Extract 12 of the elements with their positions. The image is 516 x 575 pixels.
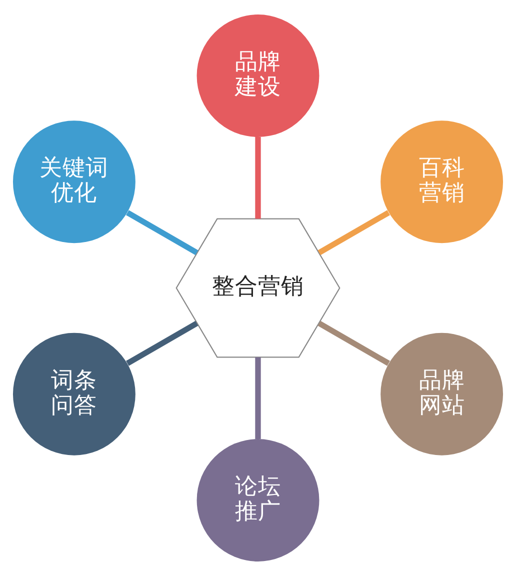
node-circle: 关键词优化 xyxy=(12,120,136,243)
connector xyxy=(126,320,198,366)
connector xyxy=(255,136,261,218)
connector xyxy=(255,356,261,438)
node-circle: 品牌网站 xyxy=(380,332,504,455)
connector xyxy=(126,210,198,255)
connector xyxy=(318,210,390,255)
node-circle: 品牌建设 xyxy=(196,14,320,136)
connector xyxy=(318,320,390,366)
node-circle: 百科营销 xyxy=(380,120,504,243)
node-circle: 词条问答 xyxy=(12,332,136,455)
node-circle: 论坛推广 xyxy=(196,438,320,561)
